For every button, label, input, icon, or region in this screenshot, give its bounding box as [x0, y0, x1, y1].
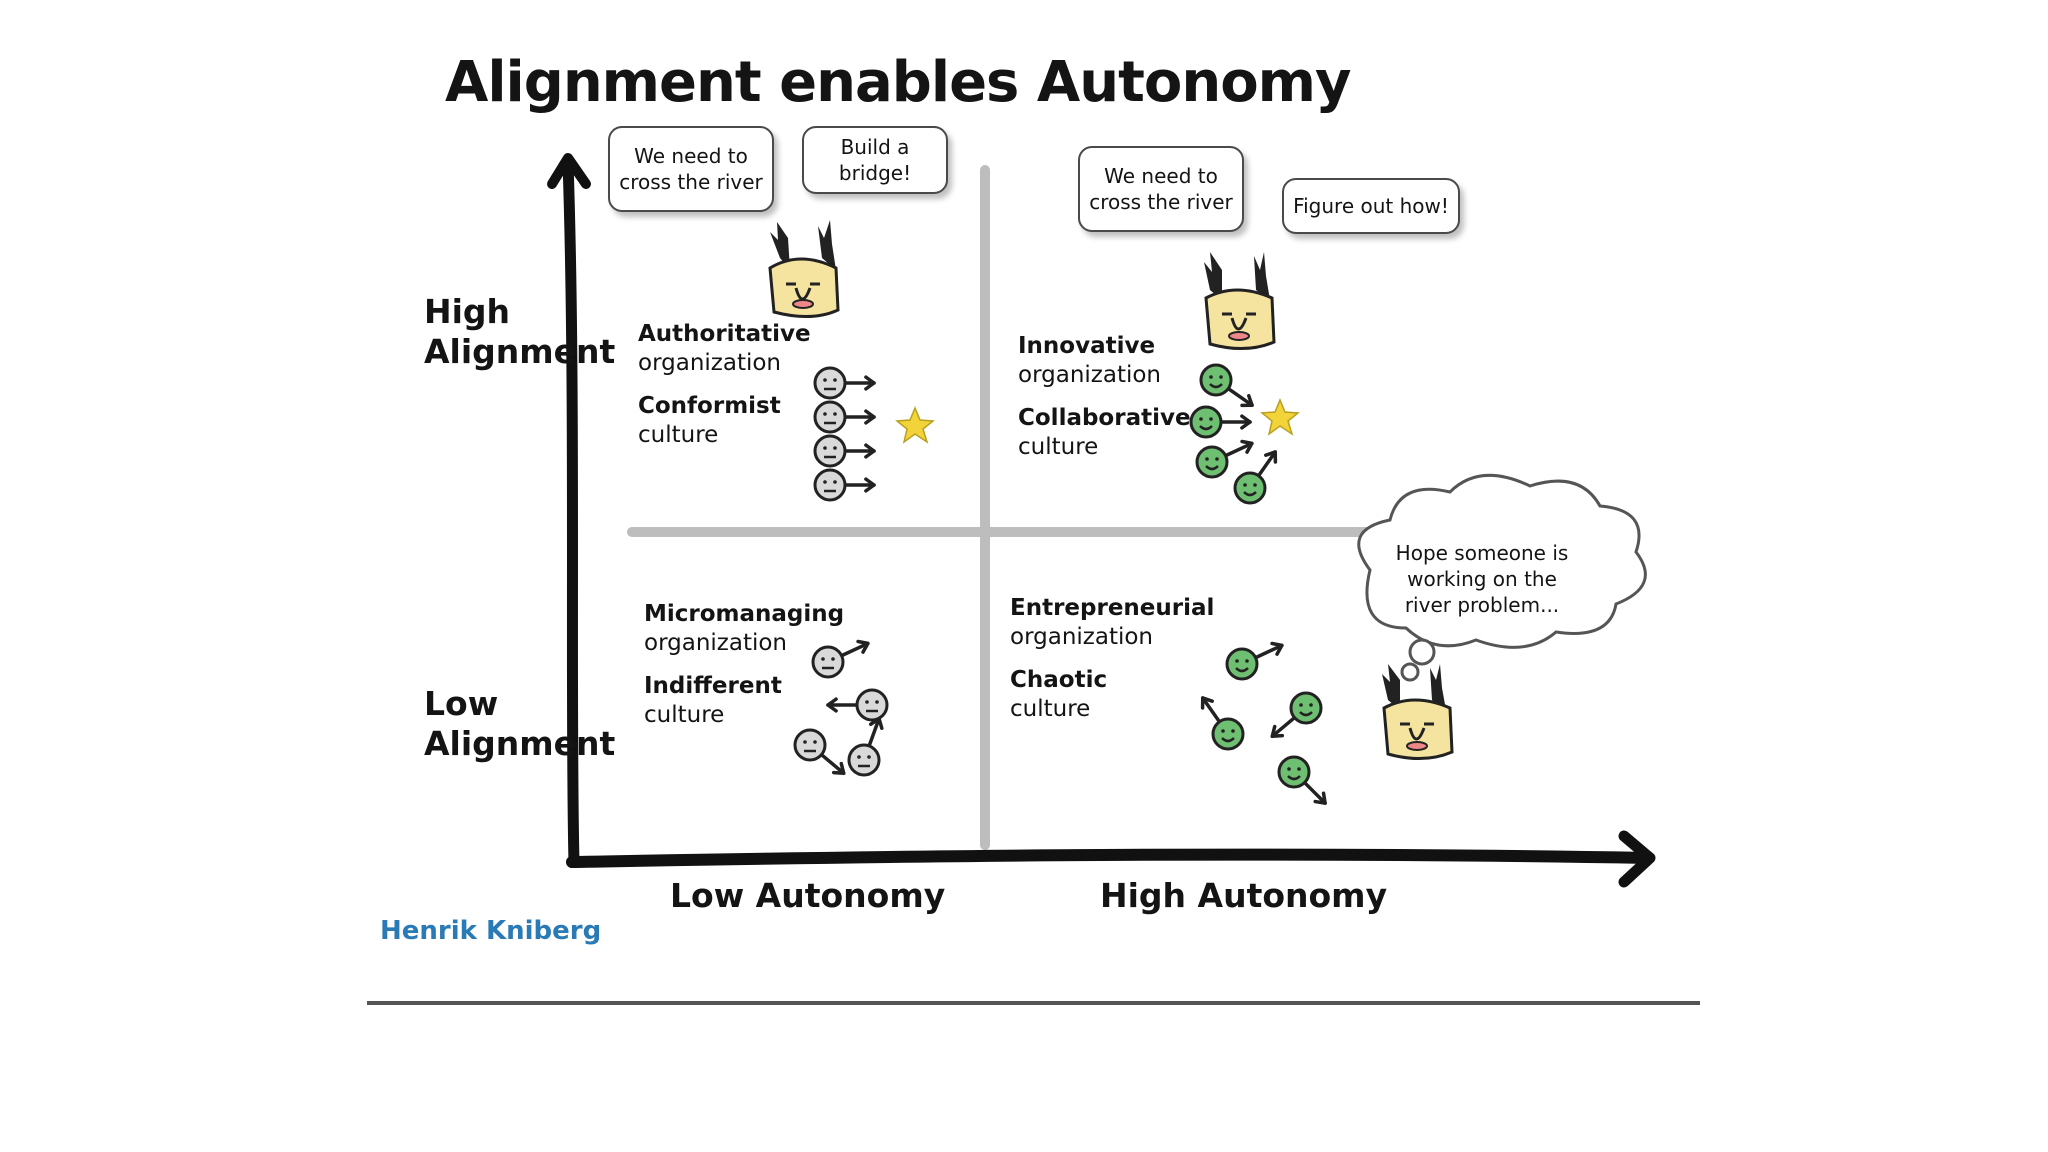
neutral-team-member-icon	[826, 688, 889, 722]
happy-team-member-icon	[1189, 405, 1252, 439]
speech-bubble-figure-out-how: Figure out how!	[1282, 178, 1460, 234]
culture-title: Chaotic	[1010, 667, 1108, 693]
x-axis-arrowhead	[1618, 830, 1656, 888]
culture-title: Conformist	[638, 393, 781, 419]
culture-title: Indifferent	[644, 673, 782, 699]
thought-cloud	[1357, 473, 1647, 682]
team-faces	[793, 363, 1327, 805]
bubble-text: We need to cross the river	[1089, 164, 1233, 214]
org-title: Entrepreneurial	[1010, 595, 1215, 621]
neutral-team-member-icon	[813, 468, 876, 502]
happy-team-member-icon	[1225, 641, 1284, 681]
org-title: Innovative	[1018, 333, 1156, 359]
speech-bubble-cross-river-top-right: We need to cross the river	[1078, 146, 1244, 232]
happy-team-member-icon	[1270, 691, 1323, 739]
neutral-team-member-icon	[813, 400, 876, 434]
goal-star-top-right	[1260, 398, 1300, 436]
bubble-text: Figure out how!	[1293, 194, 1449, 218]
happy-team-member-icon	[1200, 696, 1245, 751]
goal-star-top-left	[895, 406, 935, 444]
org-subtitle: organization	[1010, 624, 1154, 650]
happy-team-member-icon	[1199, 363, 1254, 408]
culture-subtitle: culture	[638, 422, 719, 448]
happy-team-member-icon	[1277, 755, 1327, 805]
speech-bubble-cross-river-top-left: We need to cross the river	[608, 126, 774, 212]
y-axis-arrowhead	[547, 153, 591, 189]
neutral-team-member-icon	[847, 716, 884, 777]
thought-bubble-text: Hope someone is working on the river pro…	[1382, 540, 1582, 618]
neutral-team-member-icon	[813, 366, 876, 400]
quadrant-top-left-label: Authoritative organization Conformist cu…	[638, 320, 811, 450]
org-title: Authoritative	[638, 321, 811, 347]
x-axis-label-low: Low Autonomy	[670, 876, 946, 915]
quadrant-bottom-right-label: Entrepreneurial organization Chaotic cul…	[1010, 594, 1214, 724]
page-title: Alignment enables Autonomy	[445, 50, 1352, 115]
bubble-text: We need to cross the river	[619, 144, 763, 194]
boss-character-bottom-right	[1382, 664, 1454, 761]
org-subtitle: organization	[1018, 362, 1162, 388]
quadrant-bottom-left-label: Micromanaging organization Indifferent c…	[644, 600, 844, 730]
author-credit: Henrik Kniberg	[380, 916, 602, 946]
org-title: Micromanaging	[644, 601, 845, 627]
neutral-team-member-icon	[811, 639, 870, 679]
happy-team-member-icon	[1233, 450, 1278, 505]
happy-team-member-icon	[1195, 439, 1254, 479]
y-axis-label-high-text: High Alignment	[424, 292, 616, 371]
boss-character-top-right	[1204, 252, 1276, 351]
y-axis-label-high: High Alignment	[424, 292, 615, 372]
y-axis-label-low-text: Low Alignment	[424, 684, 616, 763]
y-axis-label-low: Low Alignment	[424, 684, 615, 764]
culture-subtitle: culture	[1010, 696, 1091, 722]
quadrant-top-right-label: Innovative organization Collaborative cu…	[1018, 332, 1191, 462]
culture-subtitle: culture	[644, 702, 725, 728]
thought-text: Hope someone is working on the river pro…	[1395, 541, 1569, 617]
x-axis	[566, 848, 1654, 868]
culture-title: Collaborative	[1018, 405, 1191, 431]
org-subtitle: organization	[638, 350, 782, 376]
speech-bubble-build-bridge: Build a bridge!	[802, 126, 948, 194]
neutral-team-member-icon	[813, 434, 876, 468]
culture-subtitle: culture	[1018, 434, 1099, 460]
y-axis	[562, 156, 580, 868]
boss-character-top-left	[768, 220, 840, 319]
bubble-text: Build a bridge!	[838, 135, 912, 185]
x-axis-label-high: High Autonomy	[1100, 876, 1388, 915]
org-subtitle: organization	[644, 630, 788, 656]
neutral-team-member-icon	[793, 728, 846, 776]
